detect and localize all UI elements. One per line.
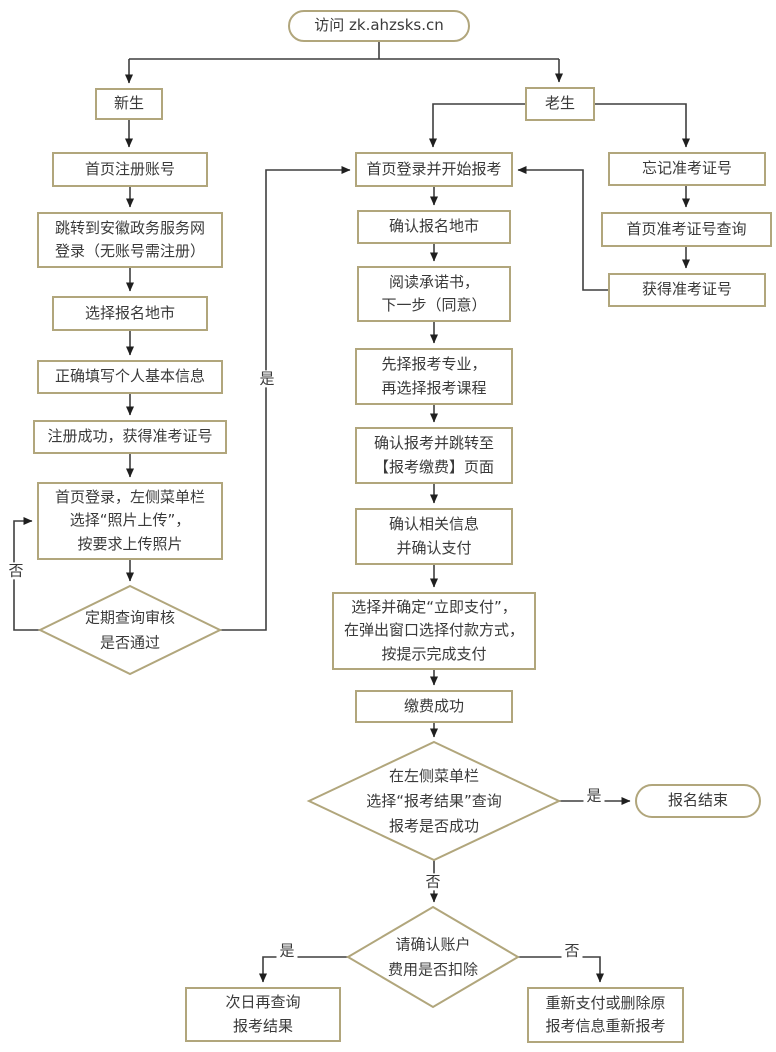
node-read-commitment-label: 阅读承诺书， 下一步（同意） <box>381 272 487 314</box>
node-confirm-pay-page-label: 确认报考并跳转至 【报考缴费】页面 <box>373 434 494 476</box>
node-audit-check-label: 定期查询审核 是否通过 <box>84 608 175 651</box>
node-confirm-info-label: 确认相关信息 并确认支付 <box>388 515 479 557</box>
node-end-label: 报名结束 <box>667 791 728 810</box>
node-query-next-day: 次日再查询 报考结果 <box>185 987 341 1042</box>
node-register-account: 首页注册账号 <box>52 152 208 187</box>
edge-old-to-login <box>429 103 525 148</box>
node-photo-upload: 首页登录，左侧菜单栏 选择“照片上传”， 按要求上传照片 <box>37 482 223 560</box>
edge-audit-yes <box>220 166 351 631</box>
node-choose-city-label: 选择报名地市 <box>84 303 175 322</box>
node-check-result-label: 在左侧菜单栏 选择“报考结果”查询 报考是否成功 <box>366 766 502 835</box>
node-ticket-query: 首页准考证号查询 <box>601 212 772 247</box>
node-check-deduction-label: 请确认账户 费用是否扣除 <box>387 935 478 978</box>
node-pay-success: 缴费成功 <box>355 690 513 723</box>
edge-label-result-yes: 是 <box>583 787 605 805</box>
diamond-check-deduction <box>346 905 520 1009</box>
node-read-commitment: 阅读承诺书， 下一步（同意） <box>357 266 511 322</box>
node-get-ticket: 获得准考证号 <box>608 273 766 307</box>
edge-label-result-no: 否 <box>422 873 444 891</box>
node-query-next-day-label: 次日再查询 报考结果 <box>225 993 301 1035</box>
node-confirm-city: 确认报名地市 <box>357 210 511 244</box>
node-register-account-label: 首页注册账号 <box>84 159 175 178</box>
node-pay-success-label: 缴费成功 <box>403 696 464 715</box>
edge-start-stem <box>129 42 559 60</box>
node-choose-major-label: 先择报考专业， 再选择报考课程 <box>381 355 487 397</box>
node-choose-city: 选择报名地市 <box>52 296 208 331</box>
node-repay-label: 重新支付或删除原 报考信息重新报考 <box>545 993 666 1035</box>
node-get-ticket-label: 获得准考证号 <box>641 280 732 299</box>
node-old-student-label: 老生 <box>544 94 575 113</box>
node-start: 访问 zk.ahzsks.cn <box>288 10 470 42</box>
node-pay-now: 选择并确定“立即支付”， 在弹出窗口选择付款方式， 按提示完成支付 <box>332 592 536 670</box>
node-photo-upload-label: 首页登录，左侧菜单栏 选择“照片上传”， 按要求上传照片 <box>54 488 205 553</box>
edge-label-deduct-yes: 是 <box>276 942 298 960</box>
node-old-student: 老生 <box>525 87 595 121</box>
node-new-student: 新生 <box>95 88 163 120</box>
node-fill-info: 正确填写个人基本信息 <box>37 360 223 394</box>
diamond-check-result <box>306 740 562 862</box>
node-ticket-query-label: 首页准考证号查询 <box>626 219 747 238</box>
node-gov-login-label: 跳转到安徽政务服务网 登录（无账号需注册） <box>54 218 205 260</box>
node-forgot-ticket-label: 忘记准考证号 <box>641 159 732 178</box>
edge-label-audit-no: 否 <box>5 562 27 580</box>
edge-deduct-yes <box>259 956 348 983</box>
node-pay-now-label: 选择并确定“立即支付”， 在弹出窗口选择付款方式， 按提示完成支付 <box>343 598 524 663</box>
edge-ticket-back <box>517 166 608 291</box>
node-confirm-city-label: 确认报名地市 <box>388 217 479 236</box>
node-new-student-label: 新生 <box>113 94 144 113</box>
diamond-audit-check <box>37 584 223 676</box>
node-start-label: 访问 zk.ahzsks.cn <box>314 16 444 35</box>
node-repay: 重新支付或删除原 报考信息重新报考 <box>527 987 684 1043</box>
node-fill-info-label: 正确填写个人基本信息 <box>54 367 205 386</box>
node-choose-major: 先择报考专业， 再选择报考课程 <box>355 348 513 405</box>
edge-label-audit-yes: 是 <box>256 370 278 388</box>
edge-deduct-no <box>518 956 604 983</box>
node-confirm-info: 确认相关信息 并确认支付 <box>355 508 513 565</box>
node-confirm-pay-page: 确认报考并跳转至 【报考缴费】页面 <box>355 427 513 484</box>
node-login-apply-label: 首页登录并开始报考 <box>366 159 502 178</box>
edge-old-to-forgot <box>595 103 690 148</box>
node-gov-login: 跳转到安徽政务服务网 登录（无账号需注册） <box>37 212 223 268</box>
node-forgot-ticket: 忘记准考证号 <box>608 152 766 186</box>
edge-label-deduct-no: 否 <box>561 942 583 960</box>
node-end: 报名结束 <box>635 784 761 818</box>
node-register-success: 注册成功，获得准考证号 <box>33 420 227 454</box>
node-register-success-label: 注册成功，获得准考证号 <box>47 427 213 446</box>
node-login-apply: 首页登录并开始报考 <box>355 152 513 187</box>
